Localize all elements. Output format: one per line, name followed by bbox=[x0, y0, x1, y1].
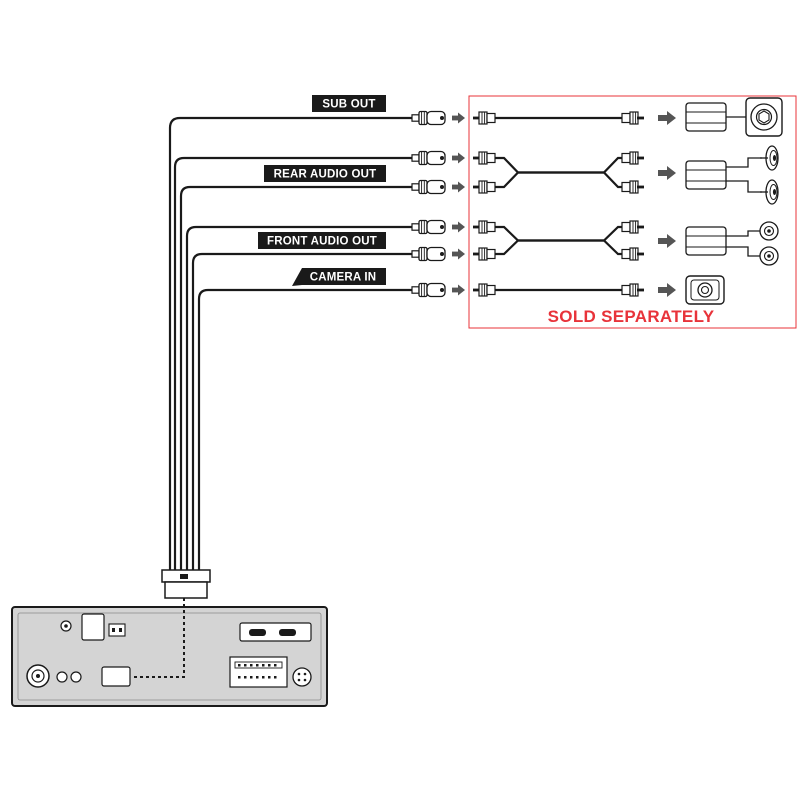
subwoofer-icon bbox=[745, 97, 783, 137]
rca-male-plug-icon bbox=[621, 180, 645, 194]
amplifier-icon bbox=[685, 102, 727, 132]
fuse-holder-icon bbox=[239, 622, 312, 642]
camera-input-port-icon bbox=[101, 666, 131, 687]
dotted-connection-line bbox=[131, 598, 185, 678]
multi-connector bbox=[161, 569, 211, 599]
label-front-audio-out: FRONT AUDIO OUT bbox=[258, 232, 386, 249]
antenna-jack-icon bbox=[26, 664, 50, 688]
rca-extension-cables bbox=[472, 111, 645, 297]
rca-female-plug-icon bbox=[411, 150, 446, 166]
rca-female-plug-icon bbox=[411, 110, 446, 126]
label-front-audio-out-text: FRONT AUDIO OUT bbox=[267, 236, 377, 248]
rca-male-plug-icon bbox=[621, 111, 645, 125]
arrow-right-icon bbox=[658, 234, 676, 248]
arrow-right-icon bbox=[452, 181, 465, 193]
rca-male-plug-icon bbox=[621, 151, 645, 165]
arrow-right-icon bbox=[658, 166, 676, 180]
speaker-icon bbox=[759, 246, 779, 266]
rca-male-plug-icon bbox=[621, 220, 645, 234]
head-unit bbox=[11, 598, 328, 707]
speaker-icon bbox=[759, 179, 779, 205]
label-rear-audio-out: REAR AUDIO OUT bbox=[264, 165, 386, 182]
rca-male-plug-icon bbox=[472, 220, 496, 234]
arrow-right-icon bbox=[658, 283, 676, 297]
rca-female-plug-icon bbox=[411, 246, 446, 262]
label-sub-out: SUB OUT bbox=[312, 95, 386, 112]
rca-male-plug-icon bbox=[472, 283, 496, 297]
arrow-right-icon bbox=[452, 221, 465, 233]
iso-power-connector-icon bbox=[229, 656, 288, 688]
rca-female-plug-icon bbox=[411, 282, 446, 298]
speaker-icon bbox=[759, 145, 779, 171]
label-rear-audio-out-text: REAR AUDIO OUT bbox=[274, 169, 377, 181]
speaker-icon bbox=[759, 221, 779, 241]
label-camera-in: CAMERA IN bbox=[292, 268, 386, 286]
sold-separately-text: SOLD SEPARATELY bbox=[548, 307, 715, 326]
rca-male-plug-icon bbox=[621, 247, 645, 261]
connection-arrows bbox=[452, 112, 465, 296]
front-amplifier bbox=[685, 221, 779, 266]
arrow-right-icon bbox=[452, 152, 465, 164]
rear-amplifier bbox=[685, 145, 779, 205]
usb-port-icon bbox=[81, 613, 105, 641]
rca-male-plug-icon bbox=[472, 151, 496, 165]
arrow-right-icon bbox=[452, 284, 465, 296]
rearview-camera-icon bbox=[685, 275, 725, 305]
rca-female-plugs bbox=[411, 110, 446, 298]
arrow-right-icon bbox=[452, 248, 465, 260]
arrow-right-icon bbox=[658, 111, 676, 125]
rca-female-plug-icon bbox=[411, 219, 446, 235]
label-sub-out-text: SUB OUT bbox=[322, 99, 375, 111]
sold-separately-box: SOLD SEPARATELY bbox=[468, 95, 797, 329]
harness-cables bbox=[168, 116, 412, 570]
label-camera-in-text: CAMERA IN bbox=[310, 272, 377, 284]
device-arrows bbox=[658, 111, 676, 297]
amplifier-icon bbox=[685, 160, 727, 190]
rca-male-plug-icon bbox=[472, 247, 496, 261]
din-connector-icon bbox=[292, 667, 312, 687]
rca-jack-pair-icon bbox=[56, 671, 82, 683]
amplifier-icon bbox=[685, 226, 727, 256]
rca-female-plug-icon bbox=[411, 179, 446, 195]
rca-male-plug-icon bbox=[472, 111, 496, 125]
arrow-right-icon bbox=[452, 112, 465, 124]
small-connector-icon bbox=[108, 623, 126, 637]
subwoofer-amplifier bbox=[685, 97, 783, 137]
rca-male-plug-icon bbox=[621, 283, 645, 297]
screw-terminal-icon bbox=[60, 620, 72, 632]
rca-male-plug-icon bbox=[472, 180, 496, 194]
